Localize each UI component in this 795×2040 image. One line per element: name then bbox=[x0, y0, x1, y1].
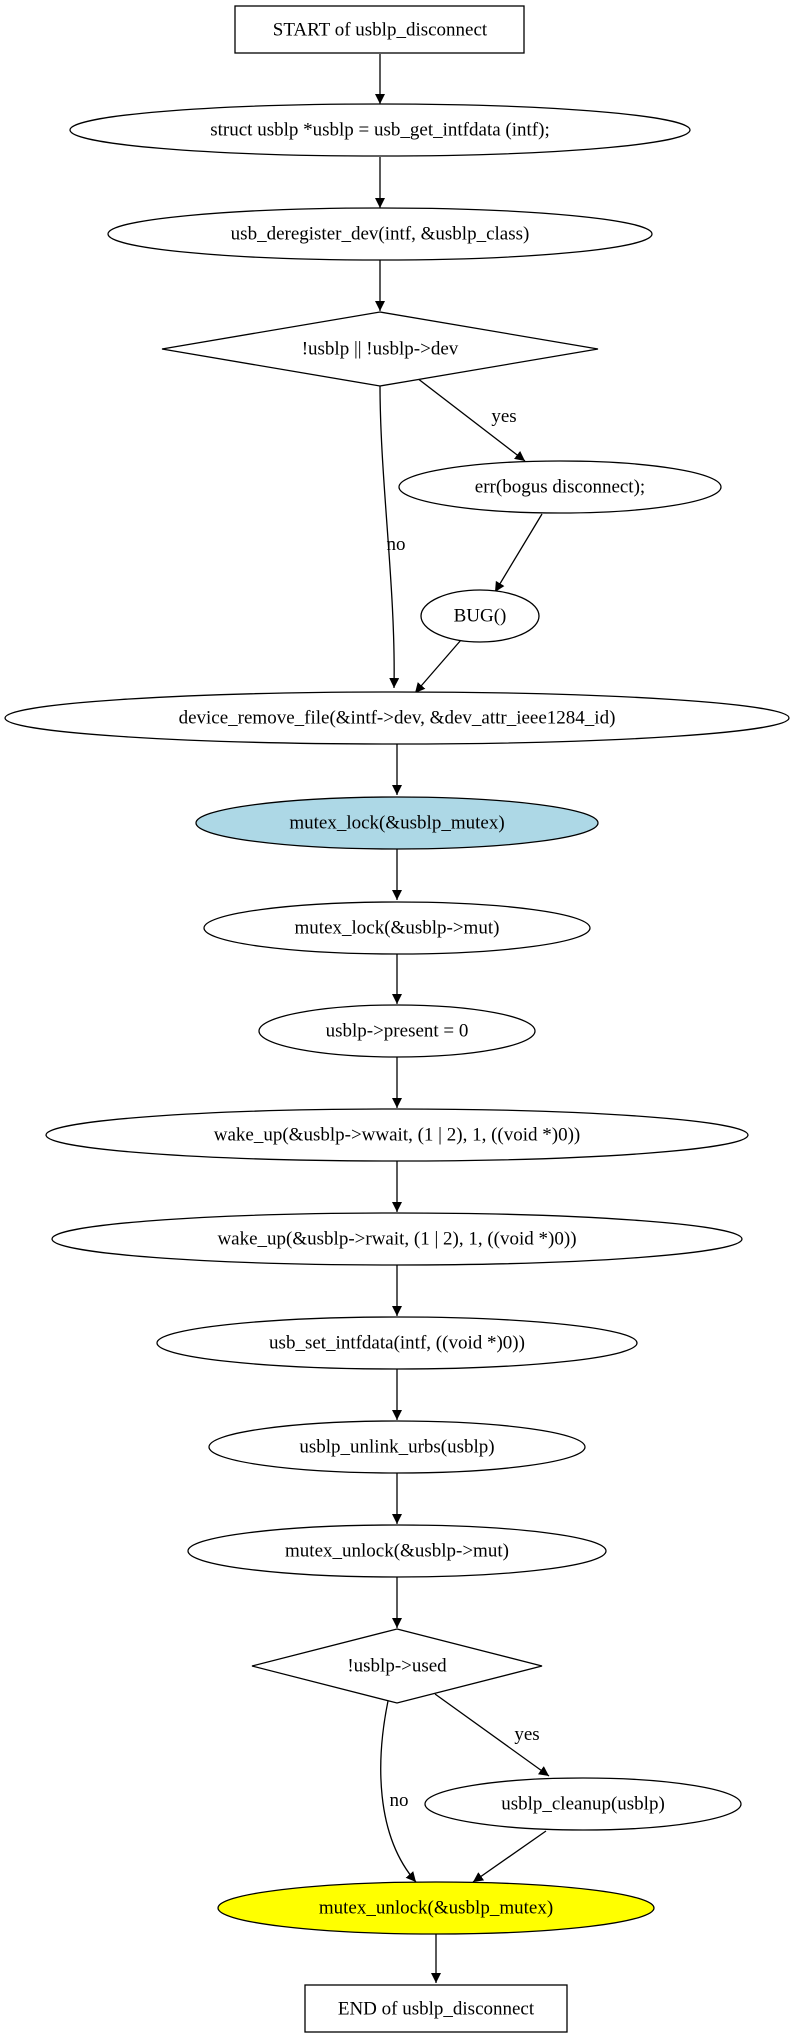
node-lock-global-label: mutex_lock(&usblp_mutex) bbox=[289, 813, 504, 834]
edge-label-check-dev-no: no bbox=[387, 534, 406, 555]
node-cleanup-label: usblp_cleanup(usblp) bbox=[501, 1794, 665, 1815]
node-lock-global: mutex_lock(&usblp_mutex) bbox=[195, 796, 599, 850]
edge-label-check-used-yes: yes bbox=[514, 1724, 539, 1745]
node-wake-w-label: wake_up(&usblp->wwait, (1 | 2), 1, ((voi… bbox=[214, 1125, 580, 1146]
node-lock-mut: mutex_lock(&usblp->mut) bbox=[203, 901, 591, 955]
node-unlock-global: mutex_unlock(&usblp_mutex) bbox=[217, 1881, 655, 1935]
node-deregister-label: usb_deregister_dev(intf, &usblp_class) bbox=[231, 224, 530, 245]
edge-check-used-no bbox=[380, 1700, 417, 1883]
edge-check-dev-no bbox=[379, 384, 400, 689]
node-err-bogus-label: err(bogus disconnect); bbox=[475, 477, 645, 498]
node-get-intfdata-label: struct usblp *usblp = usb_get_intfdata (… bbox=[210, 120, 549, 141]
edge-label-check-used-no: no bbox=[390, 1790, 409, 1811]
node-end: END of usblp_disconnect bbox=[304, 1984, 568, 2033]
edge-check-used-yes bbox=[434, 1693, 550, 1777]
decision-check-used: !usblp->used bbox=[251, 1628, 543, 1704]
node-deregister: usb_deregister_dev(intf, &usblp_class) bbox=[107, 207, 653, 261]
edge-cleanup-to-unlock-global bbox=[472, 1830, 547, 1883]
node-wake-r-label: wake_up(&usblp->rwait, (1 | 2), 1, ((voi… bbox=[217, 1229, 576, 1250]
edge-err-to-bug bbox=[494, 513, 543, 593]
node-get-intfdata: struct usblp *usblp = usb_get_intfdata (… bbox=[69, 103, 691, 157]
decision-check-dev: !usblp || !usblp->dev bbox=[161, 311, 599, 387]
node-unlock-global-label: mutex_unlock(&usblp_mutex) bbox=[319, 1898, 553, 1919]
node-unlock-mut-label: mutex_unlock(&usblp->mut) bbox=[285, 1541, 509, 1562]
node-wake-w: wake_up(&usblp->wwait, (1 | 2), 1, ((voi… bbox=[45, 1108, 749, 1162]
node-set-intfdata-label: usb_set_intfdata(intf, ((void *)0)) bbox=[269, 1333, 525, 1354]
edge-bug-to-remove-file bbox=[414, 639, 462, 694]
decision-check-used-label: !usblp->used bbox=[347, 1656, 447, 1677]
node-lock-mut-label: mutex_lock(&usblp->mut) bbox=[295, 918, 500, 939]
node-start-label: START of usblp_disconnect bbox=[273, 20, 488, 41]
node-unlink-urbs-label: usblp_unlink_urbs(usblp) bbox=[299, 1437, 494, 1458]
node-unlock-mut: mutex_unlock(&usblp->mut) bbox=[187, 1524, 607, 1578]
node-remove-file-label: device_remove_file(&intf->dev, &dev_attr… bbox=[179, 708, 616, 729]
node-bug-label: BUG() bbox=[454, 606, 507, 627]
decision-check-dev-label: !usblp || !usblp->dev bbox=[302, 339, 459, 360]
node-present: usblp->present = 0 bbox=[258, 1004, 536, 1058]
edge-label-check-dev-yes: yes bbox=[491, 406, 516, 427]
node-set-intfdata: usb_set_intfdata(intf, ((void *)0)) bbox=[156, 1316, 638, 1370]
node-cleanup: usblp_cleanup(usblp) bbox=[424, 1777, 742, 1831]
node-unlink-urbs: usblp_unlink_urbs(usblp) bbox=[208, 1420, 586, 1474]
node-remove-file: device_remove_file(&intf->dev, &dev_attr… bbox=[4, 691, 790, 745]
node-start: START of usblp_disconnect bbox=[234, 5, 525, 54]
edge-check-dev-yes bbox=[416, 377, 526, 462]
node-wake-r: wake_up(&usblp->rwait, (1 | 2), 1, ((voi… bbox=[51, 1212, 743, 1266]
node-end-label: END of usblp_disconnect bbox=[338, 1999, 535, 2020]
node-err-bogus: err(bogus disconnect); bbox=[398, 460, 722, 514]
node-present-label: usblp->present = 0 bbox=[326, 1021, 469, 1042]
node-bug: BUG() bbox=[420, 589, 540, 643]
